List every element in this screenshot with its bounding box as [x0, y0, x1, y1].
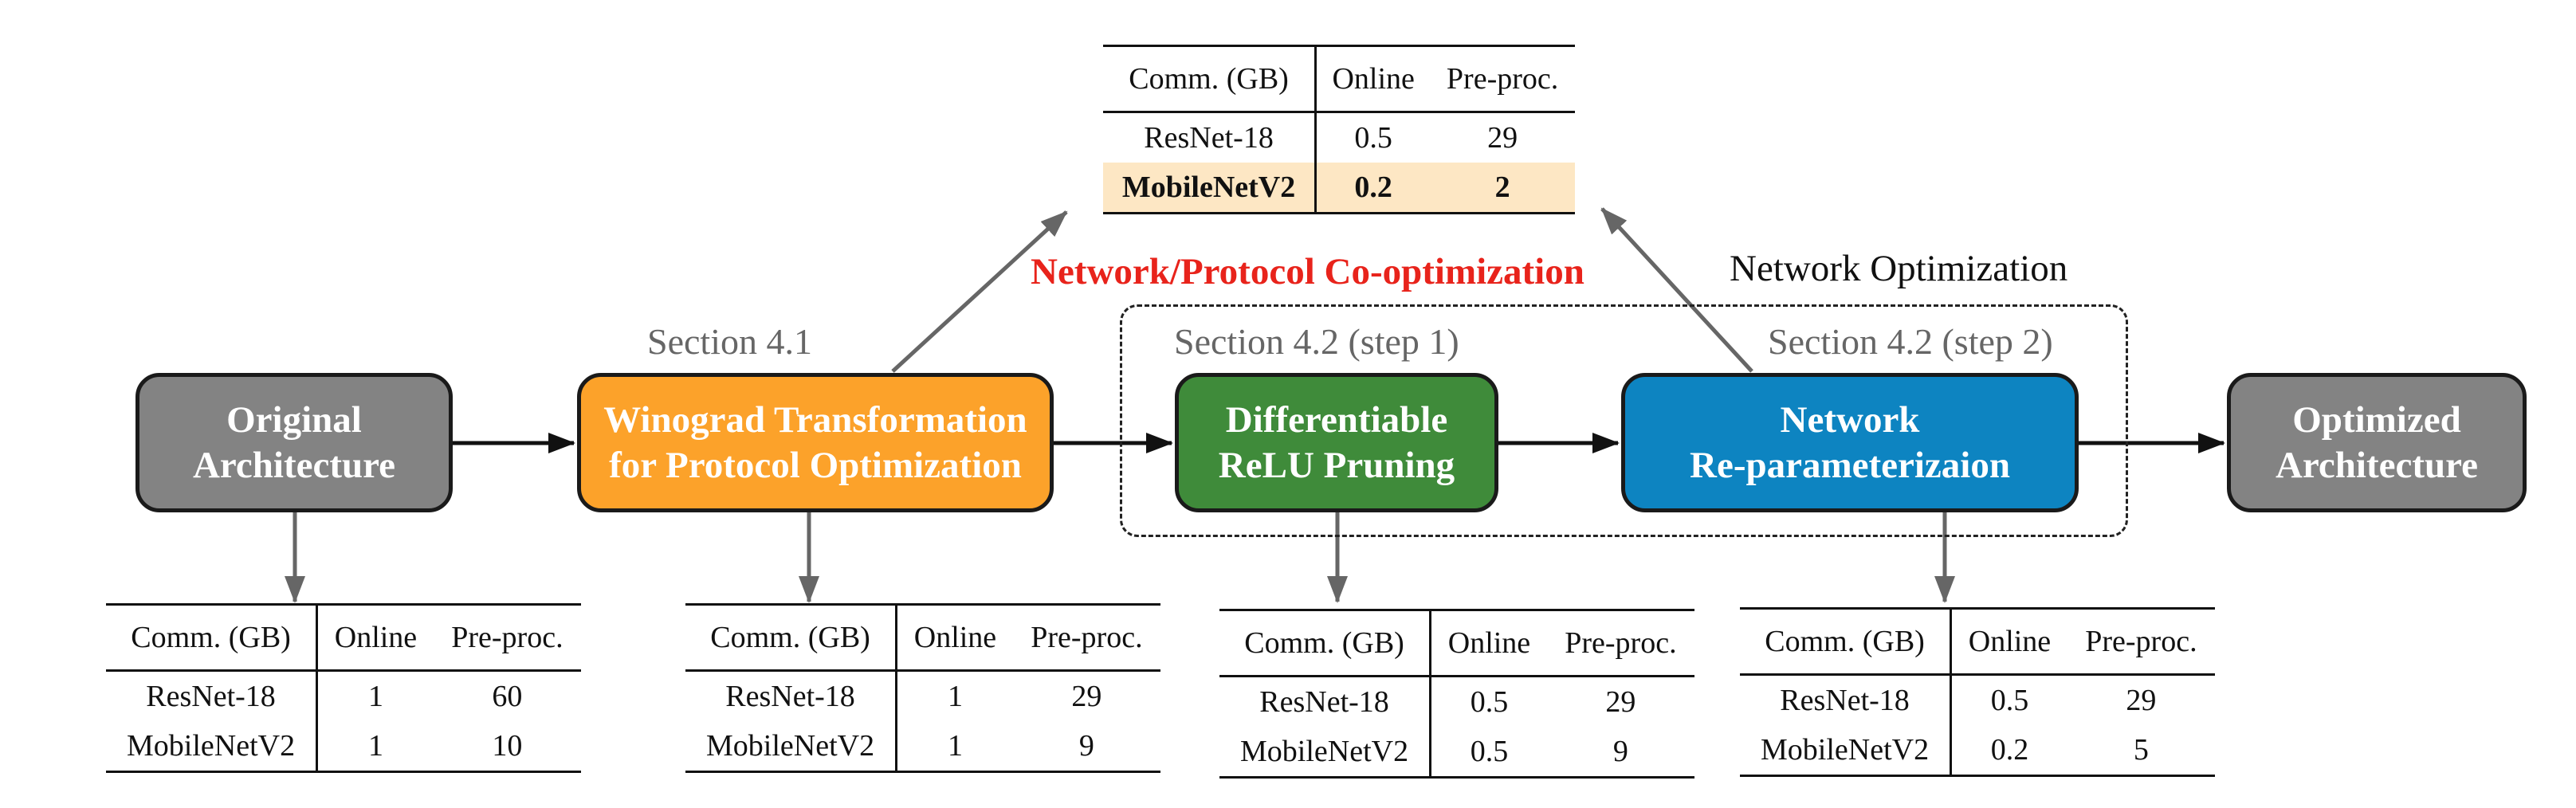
- network-optimization-region: [1120, 304, 2128, 537]
- winograd-box-line-2: for Protocol Optimization: [609, 444, 1022, 486]
- cell-model: MobileNetV2: [685, 721, 898, 772]
- col-header-comm: Comm. (GB): [106, 604, 319, 671]
- col-header-preproc: Pre-proc.: [2085, 625, 2197, 658]
- reparam-box-line-1: Network: [1780, 398, 1920, 441]
- optimized-box-line-1: Optimized: [2292, 398, 2461, 441]
- table-row: ResNet-18 1 29: [685, 670, 1160, 721]
- cell-preproc: 10: [492, 729, 523, 763]
- col-header-preproc: Pre-proc.: [1446, 62, 1559, 96]
- col-header-comm: Comm. (GB): [1103, 45, 1317, 112]
- reparam-box-line-2: Re-parameterizaion: [1690, 444, 2010, 486]
- cell-online: 1: [947, 680, 963, 713]
- cell-online: 1: [947, 729, 963, 763]
- co-optimization-title: Network/Protocol Co-optimization: [1031, 251, 1584, 292]
- cell-model: ResNet-18: [106, 670, 319, 721]
- col-header-preproc: Pre-proc.: [1565, 626, 1677, 660]
- section-4-1-label: Section 4.1: [647, 321, 812, 362]
- relu-box-line-2: ReLU Pruning: [1218, 444, 1455, 486]
- section-4-2-step2-label: Section 4.2 (step 2): [1768, 321, 2053, 362]
- cell-online: 0.5: [1470, 685, 1509, 719]
- top-comm-table: Comm. (GB) Online Pre-proc. ResNet-18 0.…: [1103, 45, 1575, 214]
- cell-model: MobileNetV2: [1740, 725, 1953, 776]
- table-row: ResNet-18 0.5 29: [1219, 676, 1694, 727]
- cell-online: 0.2: [1990, 733, 2029, 767]
- cell-model: ResNet-18: [1740, 674, 1953, 725]
- cell-preproc: 9: [1078, 729, 1094, 763]
- cell-model: MobileNetV2: [1219, 727, 1432, 778]
- col-header-online: Online: [334, 621, 418, 654]
- table-row: MobileNetV2 0.2 5: [1740, 725, 2215, 776]
- cell-preproc: 29: [1071, 680, 1102, 713]
- col-header-preproc: Pre-proc.: [1031, 621, 1143, 654]
- table-row: ResNet-18 1 60: [106, 670, 581, 721]
- winograd-comm-table: Comm. (GB) Online Pre-proc. ResNet-18 1 …: [685, 603, 1160, 773]
- cell-preproc: 9: [1612, 735, 1628, 768]
- optimized-box-line-2: Architecture: [2275, 444, 2479, 486]
- network-reparameterization-box: Network Re-parameterizaion: [1621, 373, 2079, 512]
- col-header-comm: Comm. (GB): [1219, 610, 1432, 677]
- table-row: MobileNetV2 0.5 9: [1219, 727, 1694, 778]
- original-comm-table: Comm. (GB) Online Pre-proc. ResNet-18 1 …: [106, 603, 581, 773]
- cell-online: 0.2: [1315, 163, 1431, 214]
- reparam-comm-table: Comm. (GB) Online Pre-proc. ResNet-18 0.…: [1740, 607, 2215, 777]
- col-header-preproc: Pre-proc.: [451, 621, 564, 654]
- cell-preproc: 29: [1487, 121, 1518, 155]
- cell-online: 1: [367, 729, 383, 763]
- cell-online: 0.5: [1354, 121, 1392, 155]
- table-row: ResNet-18 0.5 29: [1103, 112, 1575, 163]
- col-header-online: Online: [913, 621, 997, 654]
- cell-model: ResNet-18: [685, 670, 898, 721]
- winograd-transformation-box: Winograd Transformation for Protocol Opt…: [577, 373, 1054, 512]
- original-box-line-1: Original: [226, 398, 362, 441]
- cell-preproc: 29: [1605, 685, 1636, 719]
- optimized-architecture-box: Optimized Architecture: [2227, 373, 2527, 512]
- table-row: ResNet-18 0.5 29: [1740, 674, 2215, 725]
- col-header-online: Online: [1447, 626, 1531, 660]
- original-architecture-box: Original Architecture: [135, 373, 453, 512]
- relu-pruning-box: Differentiable ReLU Pruning: [1175, 373, 1498, 512]
- col-header-online: Online: [1332, 62, 1415, 96]
- section-4-2-step1-label: Section 4.2 (step 1): [1174, 321, 1459, 362]
- cell-online: 0.5: [1470, 735, 1509, 768]
- cell-model: ResNet-18: [1103, 112, 1317, 163]
- arrow-reparam-to-top-table: [1600, 207, 1753, 373]
- network-optimization-title: Network Optimization: [1730, 248, 2068, 289]
- arrow-winograd-to-top-table: [891, 210, 1068, 373]
- table-row: MobileNetV2 1 9: [685, 721, 1160, 772]
- cell-model: MobileNetV2: [1103, 163, 1317, 214]
- winograd-box-line-1: Winograd Transformation: [603, 398, 1027, 441]
- relu-box-line-1: Differentiable: [1225, 398, 1448, 441]
- cell-preproc: 29: [2126, 684, 2157, 717]
- relu-comm-table: Comm. (GB) Online Pre-proc. ResNet-18 0.…: [1219, 609, 1694, 779]
- col-header-comm: Comm. (GB): [685, 604, 898, 671]
- col-header-online: Online: [1968, 625, 2052, 658]
- cell-model: ResNet-18: [1219, 676, 1432, 727]
- col-header-comm: Comm. (GB): [1740, 608, 1953, 675]
- cell-model: MobileNetV2: [106, 721, 319, 772]
- cell-preproc: 5: [2133, 733, 2149, 767]
- cell-online: 1: [367, 680, 383, 713]
- original-box-line-2: Architecture: [192, 444, 396, 486]
- cell-preproc: 60: [492, 680, 523, 713]
- table-row-highlighted: MobileNetV2 0.2 2: [1103, 163, 1575, 214]
- cell-online: 0.5: [1990, 684, 2029, 717]
- table-row: MobileNetV2 1 10: [106, 721, 581, 772]
- cell-preproc: 2: [1430, 163, 1575, 214]
